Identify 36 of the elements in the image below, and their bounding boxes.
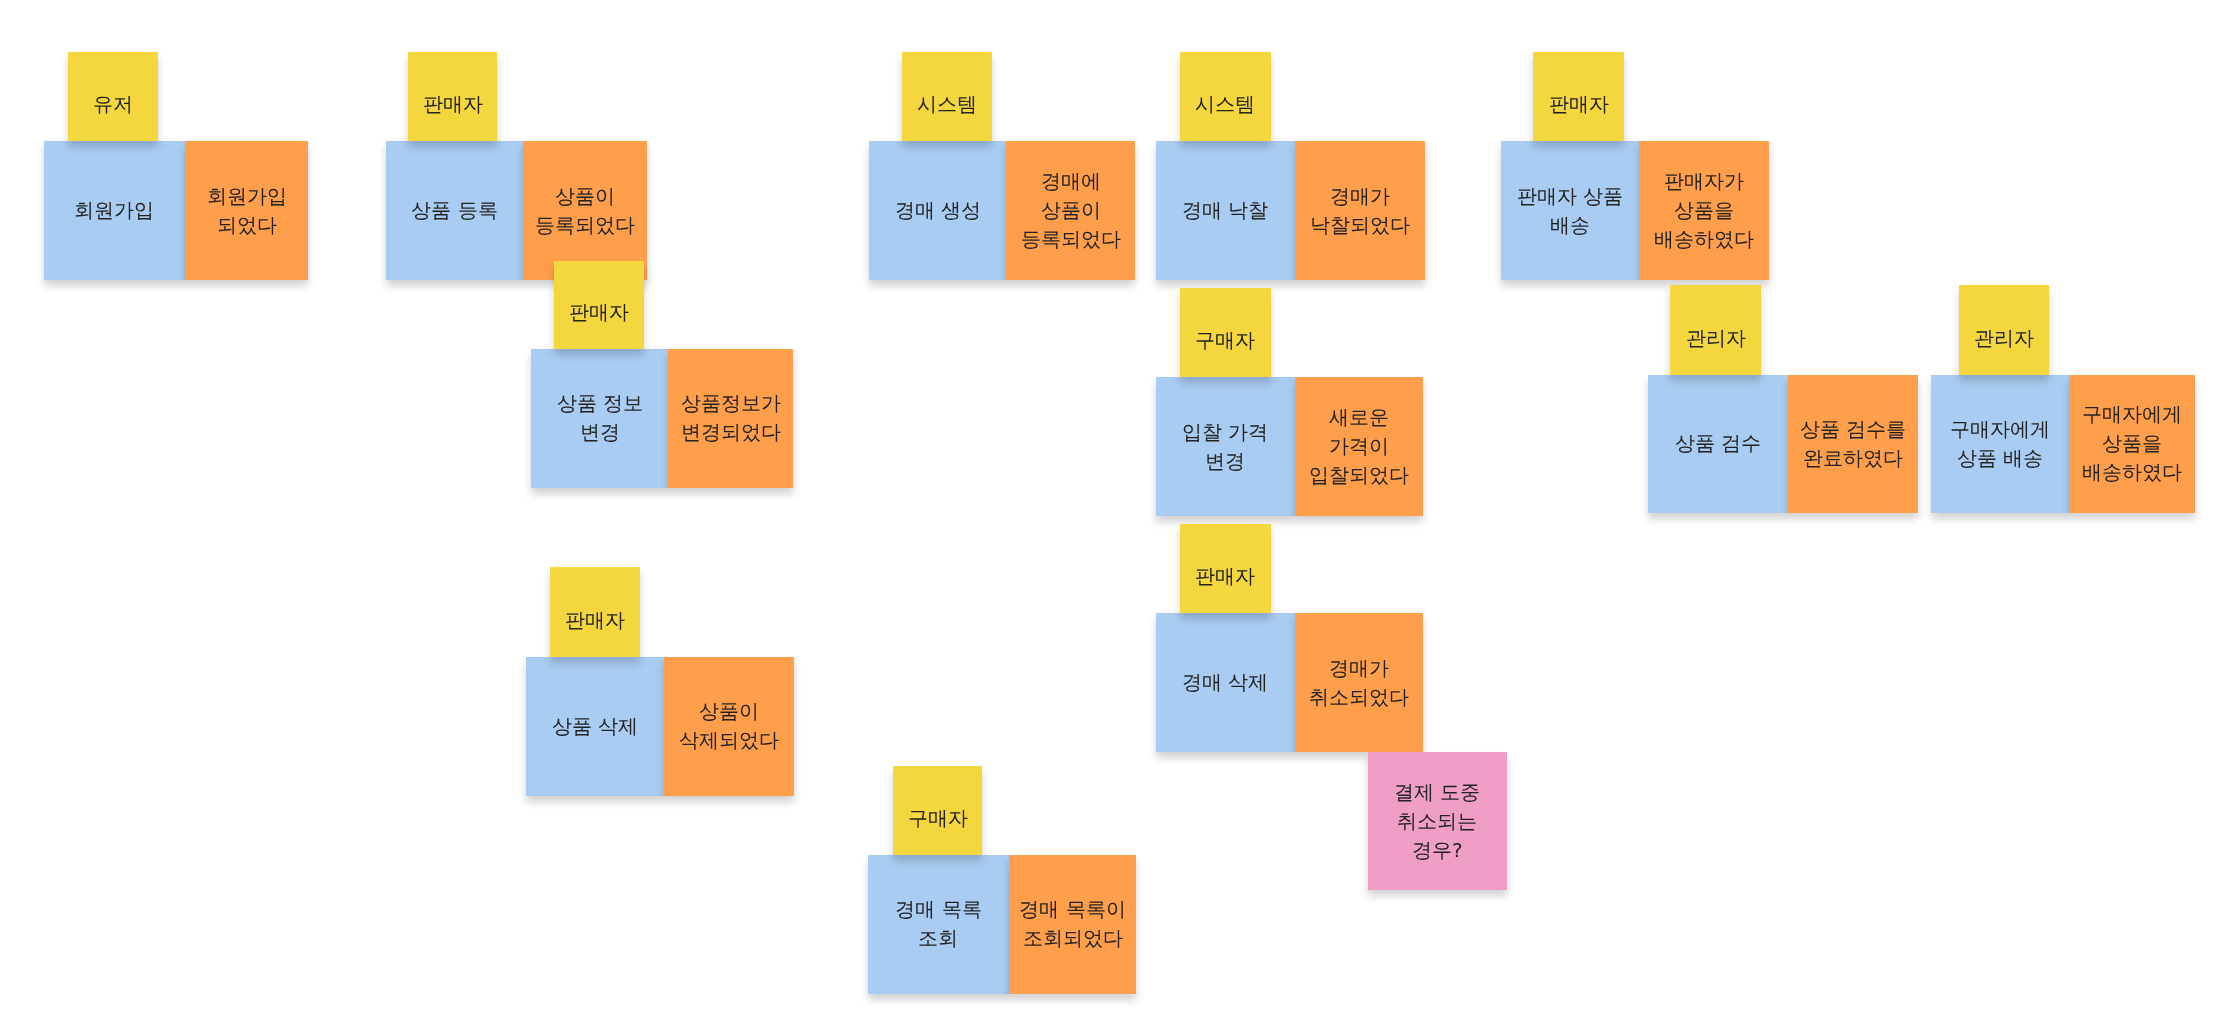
sticky-note: 상품이 삭제되었다 bbox=[664, 657, 795, 796]
sticky-note: 판매자 bbox=[549, 566, 641, 658]
sticky-note: 경매 낙찰 bbox=[1156, 141, 1295, 280]
sticky-note: 경매가 낙찰되었다 bbox=[1294, 141, 1425, 280]
sticky-note: 결제 도중 취소되는 경우? bbox=[1368, 751, 1507, 891]
sticky-note: 새로운 가격이 입찰되었다 bbox=[1294, 377, 1424, 516]
sticky-note: 경매 생성 bbox=[869, 141, 1007, 280]
sticky-note: 상품 검수를 완료하였다 bbox=[1787, 374, 1918, 513]
sticky-note: 상품 검수 bbox=[1647, 374, 1788, 513]
sticky-note: 상품 정보 변경 bbox=[531, 349, 669, 488]
sticky-note: 판매자 bbox=[1180, 524, 1271, 614]
sticky-note: 판매자 상품 배송 bbox=[1500, 141, 1640, 280]
sticky-note: 상품 등록 bbox=[385, 141, 523, 280]
sticky-note: 구매자에게 상품 배송 bbox=[1930, 374, 2069, 513]
sticky-note: 상품정보가 변경되었다 bbox=[668, 349, 793, 488]
sticky-note: 판매자 bbox=[554, 261, 645, 350]
sticky-note: 판매자 bbox=[408, 52, 498, 142]
sticky-note: 판매자 bbox=[1533, 52, 1624, 142]
sticky-note: 회원가입 bbox=[43, 141, 186, 280]
sticky-note: 시스템 bbox=[901, 52, 993, 142]
sticky-note: 관리자 bbox=[1958, 285, 2050, 375]
sticky-note: 경매 목록이 조회되었다 bbox=[1009, 855, 1137, 994]
sticky-note: 구매자 bbox=[1180, 288, 1271, 378]
sticky-note: 입찰 가격 변경 bbox=[1156, 377, 1295, 516]
sticky-note: 회원가입 되었다 bbox=[185, 141, 309, 280]
sticky-note: 판매자가 상품을 배송하였다 bbox=[1639, 141, 1770, 280]
sticky-note: 경매 삭제 bbox=[1156, 613, 1295, 752]
sticky-note: 상품 삭제 bbox=[525, 657, 665, 796]
sticky-note: 경매가 취소되었다 bbox=[1294, 613, 1424, 752]
sticky-note: 시스템 bbox=[1180, 52, 1271, 142]
sticky-note: 유저 bbox=[67, 52, 159, 142]
sticky-note: 구매자에게 상품을 배송하였다 bbox=[2069, 374, 2195, 513]
sticky-note: 구매자 bbox=[893, 766, 983, 855]
sticky-note: 경매에 상품이 등록되었다 bbox=[1006, 141, 1135, 280]
sticky-note: 경매 목록 조회 bbox=[867, 855, 1010, 994]
sticky-note: 관리자 bbox=[1670, 285, 1761, 375]
